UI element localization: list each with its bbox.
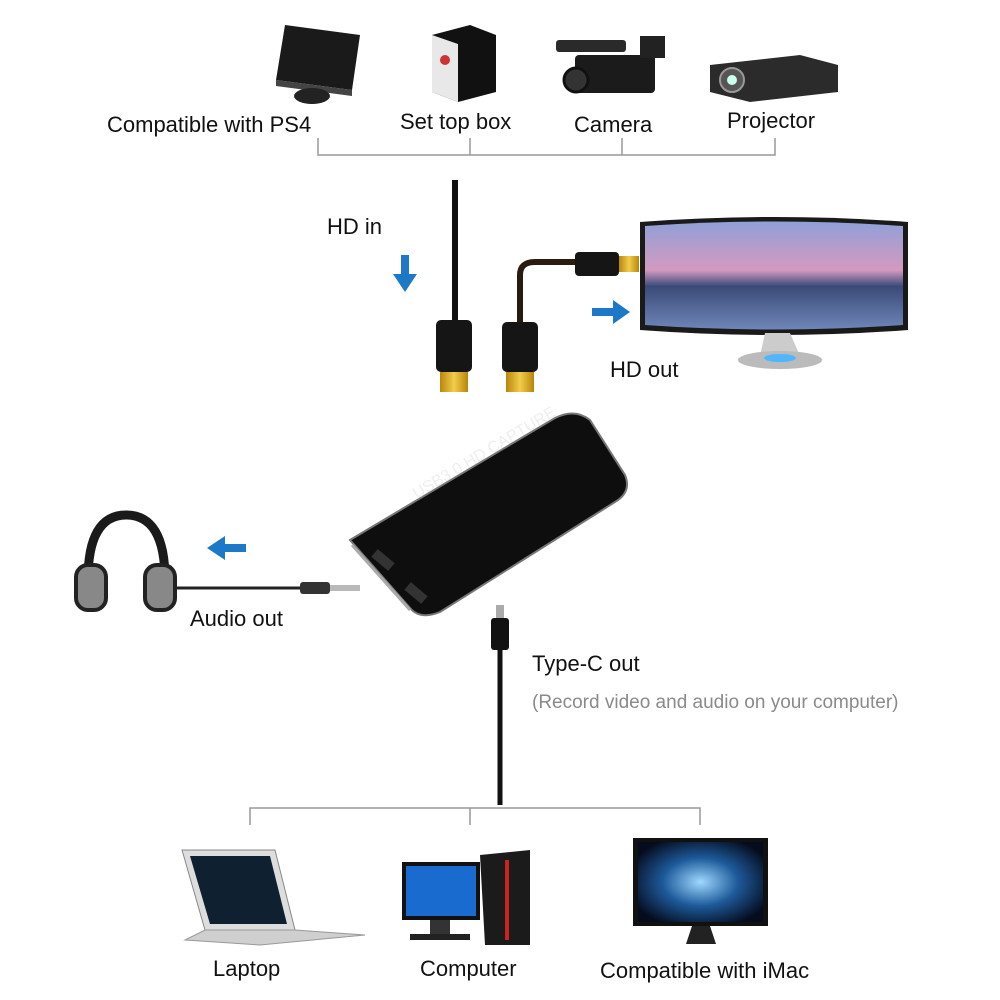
arrow-left-icon <box>207 536 246 560</box>
laptop-icon <box>181 849 366 946</box>
type-c-note: (Record video and audio on your computer… <box>532 692 899 713</box>
camcorder-icon <box>556 36 665 94</box>
audio-cable <box>175 582 360 594</box>
audio-out-label: Audio out <box>190 606 283 631</box>
hd-out-label: HD out <box>610 357 679 382</box>
capture-device <box>348 412 628 617</box>
headphones-icon <box>74 510 177 612</box>
hdmi-out-cable <box>502 252 639 392</box>
arrow-down-icon <box>393 255 417 292</box>
source-label-camera: Camera <box>574 112 653 137</box>
arrow-right-icon <box>592 300 630 324</box>
source-label-ps4: Compatible with PS4 <box>107 112 312 137</box>
hdmi-in-cable <box>436 180 472 392</box>
target-label-laptop: Laptop <box>213 956 281 981</box>
type-c-cable <box>491 605 509 805</box>
set-top-box-icon <box>432 25 496 102</box>
desktop-computer-icon <box>402 850 530 945</box>
target-bracket-line <box>249 807 701 825</box>
source-label-projector: Projector <box>727 108 816 133</box>
projector-icon <box>710 55 838 102</box>
target-label-computer: Computer <box>420 956 517 981</box>
type-c-out-label: Type-C out <box>532 651 640 676</box>
game-console-icon <box>276 25 360 104</box>
source-bracket-line <box>317 138 776 156</box>
monitor-icon <box>640 217 908 369</box>
source-label-set-top-box: Set top box <box>400 109 512 134</box>
hd-in-label: HD in <box>327 214 383 239</box>
imac-icon <box>633 838 768 944</box>
target-label-imac: Compatible with iMac <box>600 958 810 983</box>
